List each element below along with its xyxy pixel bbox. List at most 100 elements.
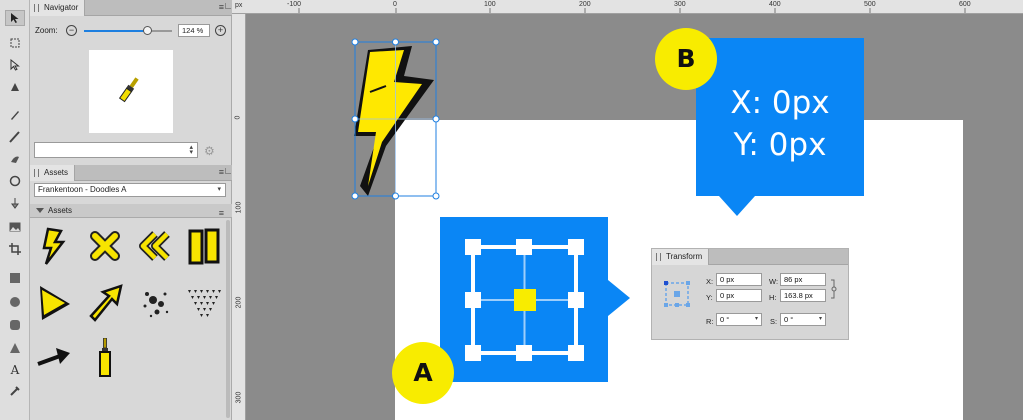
- ruler-label: 0: [234, 115, 242, 120]
- zoom-label: Zoom:: [35, 26, 58, 35]
- callout-a: [440, 217, 608, 382]
- panel-menu-icon[interactable]: ≡: [218, 167, 224, 177]
- gear-icon[interactable]: ⚙: [204, 144, 215, 158]
- transform-panel: Transform X: 0 px W: 86 px Y: 0 px H: 16…: [651, 248, 849, 340]
- ruler-label: 100: [484, 1, 496, 8]
- tab-navigator[interactable]: Navigator: [30, 0, 86, 16]
- assets-scrollbar[interactable]: [226, 220, 230, 418]
- color-dropper-icon[interactable]: [5, 195, 25, 211]
- badge-a: A: [392, 342, 454, 404]
- navigator-tabbar: Navigator ≡: [30, 0, 232, 16]
- assets-tabbar: Assets ≡: [30, 165, 232, 181]
- y-coordinate-text: Y: 0px: [733, 127, 827, 163]
- canvas[interactable]: X: 0px Y: 0px B A Transform: [246, 14, 1023, 420]
- zoom-slider[interactable]: [84, 30, 172, 32]
- zoom-slider-fill: [84, 30, 148, 32]
- ruler-unit: px: [235, 2, 243, 9]
- ellipse-tool-icon[interactable]: [5, 294, 25, 310]
- double-chevron-icon[interactable]: [135, 226, 175, 266]
- anchor-point-selector-icon: [465, 239, 584, 361]
- width-field[interactable]: 86 px: [780, 273, 826, 286]
- move-tool-icon[interactable]: [5, 10, 25, 26]
- pencil-tool-icon[interactable]: [5, 107, 25, 123]
- document-dropdown[interactable]: ▴▾: [34, 142, 198, 158]
- panel-menu-icon[interactable]: ≡: [218, 2, 224, 12]
- ruler-label: 0: [393, 1, 397, 8]
- arrow-right-icon[interactable]: [34, 338, 74, 378]
- pause-icon[interactable]: [184, 226, 224, 266]
- fill-tool-icon[interactable]: [5, 151, 25, 167]
- chevron-down-icon: ▾: [217, 186, 221, 193]
- navigator-tab-label: Navigator: [44, 3, 79, 12]
- tab-assets[interactable]: Assets: [30, 165, 76, 181]
- grip-icon[interactable]: [34, 4, 39, 12]
- studio-panels: Navigator ≡ Zoom: − 124 % + ▴▾ ⚙ Assets …: [30, 0, 232, 420]
- shear-field[interactable]: 0 ° ▾: [780, 313, 826, 326]
- panel-collapse-icon[interactable]: [225, 3, 231, 9]
- pen-tool-icon[interactable]: [5, 79, 25, 95]
- dropdown-arrows-icon: ▴▾: [189, 144, 193, 156]
- rounded-rectangle-icon[interactable]: [5, 317, 25, 333]
- transparency-tool-icon[interactable]: [5, 173, 25, 189]
- x-label: X:: [706, 277, 714, 286]
- shear-value: 0 °: [784, 315, 794, 324]
- shear-label: S:: [770, 317, 778, 326]
- splatter-icon[interactable]: [135, 282, 175, 322]
- grip-icon[interactable]: [34, 169, 39, 177]
- panel-collapse-icon[interactable]: [225, 168, 231, 174]
- callout-b-pointer: [719, 196, 755, 216]
- asset-category-dropdown[interactable]: Frankentoon - Doodles A ▾: [34, 183, 226, 197]
- grip-icon[interactable]: [656, 253, 661, 261]
- text-tool-icon[interactable]: A: [10, 363, 20, 377]
- w-label: W:: [769, 277, 779, 286]
- ruler-label: 200: [579, 1, 591, 8]
- transform-tab-label: Transform: [666, 252, 703, 261]
- badge-b: B: [655, 28, 717, 90]
- vertical-ruler[interactable]: 0 100 200 300: [232, 14, 246, 420]
- asset-subcategory-header[interactable]: Assets ≡: [30, 204, 232, 218]
- rectangle-tool-icon[interactable]: [5, 270, 25, 286]
- assets-tab-label: Assets: [44, 168, 69, 177]
- artboard-tool-icon[interactable]: [5, 35, 25, 51]
- tab-transform[interactable]: Transform: [652, 249, 710, 265]
- color-picker-icon[interactable]: [5, 383, 25, 399]
- triangle-tool-icon[interactable]: [5, 340, 25, 356]
- chevron-down-icon: ▾: [754, 316, 758, 322]
- rotation-field[interactable]: 0 ° ▾: [716, 313, 762, 326]
- triangle-dots-icon[interactable]: [184, 282, 224, 322]
- x-field[interactable]: 0 px: [716, 273, 762, 286]
- y-label: Y:: [706, 293, 713, 302]
- ruler-label: 400: [769, 1, 781, 8]
- asset-subcategory-label: Assets: [48, 206, 73, 215]
- tools-panel: A: [0, 0, 30, 420]
- callout-a-pointer: [608, 280, 630, 316]
- y-field[interactable]: 0 px: [716, 289, 762, 302]
- zoom-in-button[interactable]: +: [215, 25, 226, 36]
- anchor-point-icon[interactable]: [662, 279, 692, 309]
- arrow-up-right-icon[interactable]: [85, 282, 125, 322]
- rotation-value: 0 °: [720, 315, 730, 324]
- subcategory-menu-icon[interactable]: ≡: [218, 208, 224, 218]
- navigator-preview[interactable]: [89, 50, 173, 133]
- lightning-bolt-icon[interactable]: [34, 226, 74, 266]
- x-mark-icon[interactable]: [85, 226, 125, 266]
- lightning-bolt-object[interactable]: [346, 36, 446, 206]
- ruler-label: 600: [959, 1, 971, 8]
- zoom-out-button[interactable]: −: [66, 25, 77, 36]
- ruler-label: 300: [235, 391, 243, 404]
- image-icon[interactable]: [5, 219, 25, 235]
- height-field[interactable]: 163.8 px: [780, 289, 826, 302]
- zoom-slider-handle[interactable]: [143, 26, 153, 35]
- transform-tabbar: Transform: [652, 249, 848, 265]
- vector-brush-icon[interactable]: [5, 129, 25, 145]
- zoom-value-field[interactable]: 124 %: [178, 24, 210, 37]
- disclosure-triangle-icon[interactable]: [36, 208, 44, 213]
- node-tool-icon[interactable]: [5, 57, 25, 73]
- play-triangle-icon[interactable]: [34, 282, 74, 322]
- h-label: H:: [769, 293, 777, 302]
- audio-jack-icon[interactable]: [85, 338, 125, 378]
- horizontal-ruler[interactable]: px -100 0 100 200 300 400 500 600: [232, 0, 1023, 14]
- crop-tool-icon[interactable]: [5, 241, 25, 257]
- link-icon[interactable]: [830, 278, 838, 300]
- ruler-label: 300: [674, 1, 686, 8]
